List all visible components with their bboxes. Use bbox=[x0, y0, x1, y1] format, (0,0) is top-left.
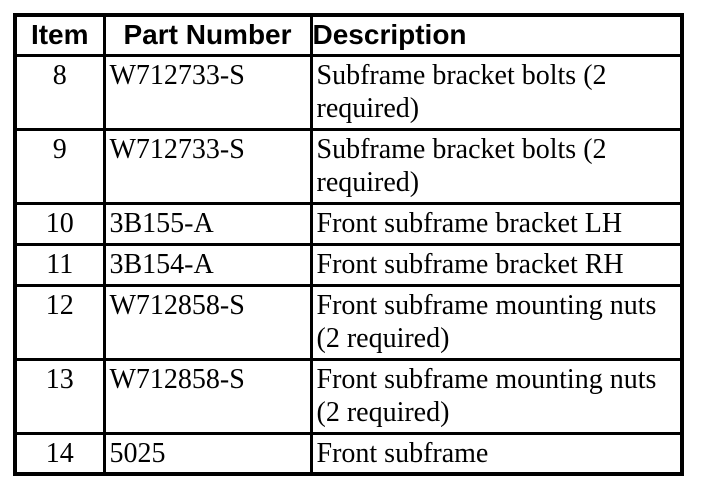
column-header-item: Item bbox=[13, 13, 106, 57]
part-number-cell: W712733-S bbox=[102, 127, 313, 205]
document-page: Item Part Number Description 8 W712733-S… bbox=[13, 13, 684, 476]
item-cell: 12 bbox=[13, 283, 106, 361]
table-header-row: Item Part Number Description bbox=[13, 13, 684, 57]
table-row: 8 W712733-S Subframe bracket bolts (2 re… bbox=[13, 53, 684, 131]
part-number-cell: 3B155-A bbox=[102, 201, 313, 246]
item-cell: 13 bbox=[13, 357, 106, 435]
part-number-cell: 5025 bbox=[102, 431, 313, 476]
description-cell: Front subframe bbox=[309, 431, 684, 476]
description-cell: Front subframe mounting nuts (2 required… bbox=[309, 283, 684, 361]
parts-table: Item Part Number Description 8 W712733-S… bbox=[13, 13, 684, 476]
table-row: 13 W712858-S Front subframe mounting nut… bbox=[13, 357, 684, 435]
item-cell: 9 bbox=[13, 127, 106, 205]
part-number-cell: W712733-S bbox=[102, 53, 313, 131]
description-cell: Subframe bracket bolts (2 required) bbox=[309, 127, 684, 205]
item-cell: 8 bbox=[13, 53, 106, 131]
item-cell: 14 bbox=[13, 431, 106, 476]
item-cell: 11 bbox=[13, 242, 106, 287]
table-row: 9 W712733-S Subframe bracket bolts (2 re… bbox=[13, 127, 684, 205]
table-row: 10 3B155-A Front subframe bracket LH bbox=[13, 201, 684, 246]
part-number-cell: 3B154-A bbox=[102, 242, 313, 287]
part-number-cell: W712858-S bbox=[102, 283, 313, 361]
description-cell: Front subframe bracket RH bbox=[309, 242, 684, 287]
column-header-description: Description bbox=[309, 13, 684, 57]
description-cell: Front subframe mounting nuts (2 required… bbox=[309, 357, 684, 435]
description-cell: Subframe bracket bolts (2 required) bbox=[309, 53, 684, 131]
item-cell: 10 bbox=[13, 201, 106, 246]
table-row: 12 W712858-S Front subframe mounting nut… bbox=[13, 283, 684, 361]
table-row: 11 3B154-A Front subframe bracket RH bbox=[13, 242, 684, 287]
description-cell: Front subframe bracket LH bbox=[309, 201, 684, 246]
table-row: 14 5025 Front subframe bbox=[13, 431, 684, 476]
part-number-cell: W712858-S bbox=[102, 357, 313, 435]
column-header-part-number: Part Number bbox=[102, 13, 313, 57]
